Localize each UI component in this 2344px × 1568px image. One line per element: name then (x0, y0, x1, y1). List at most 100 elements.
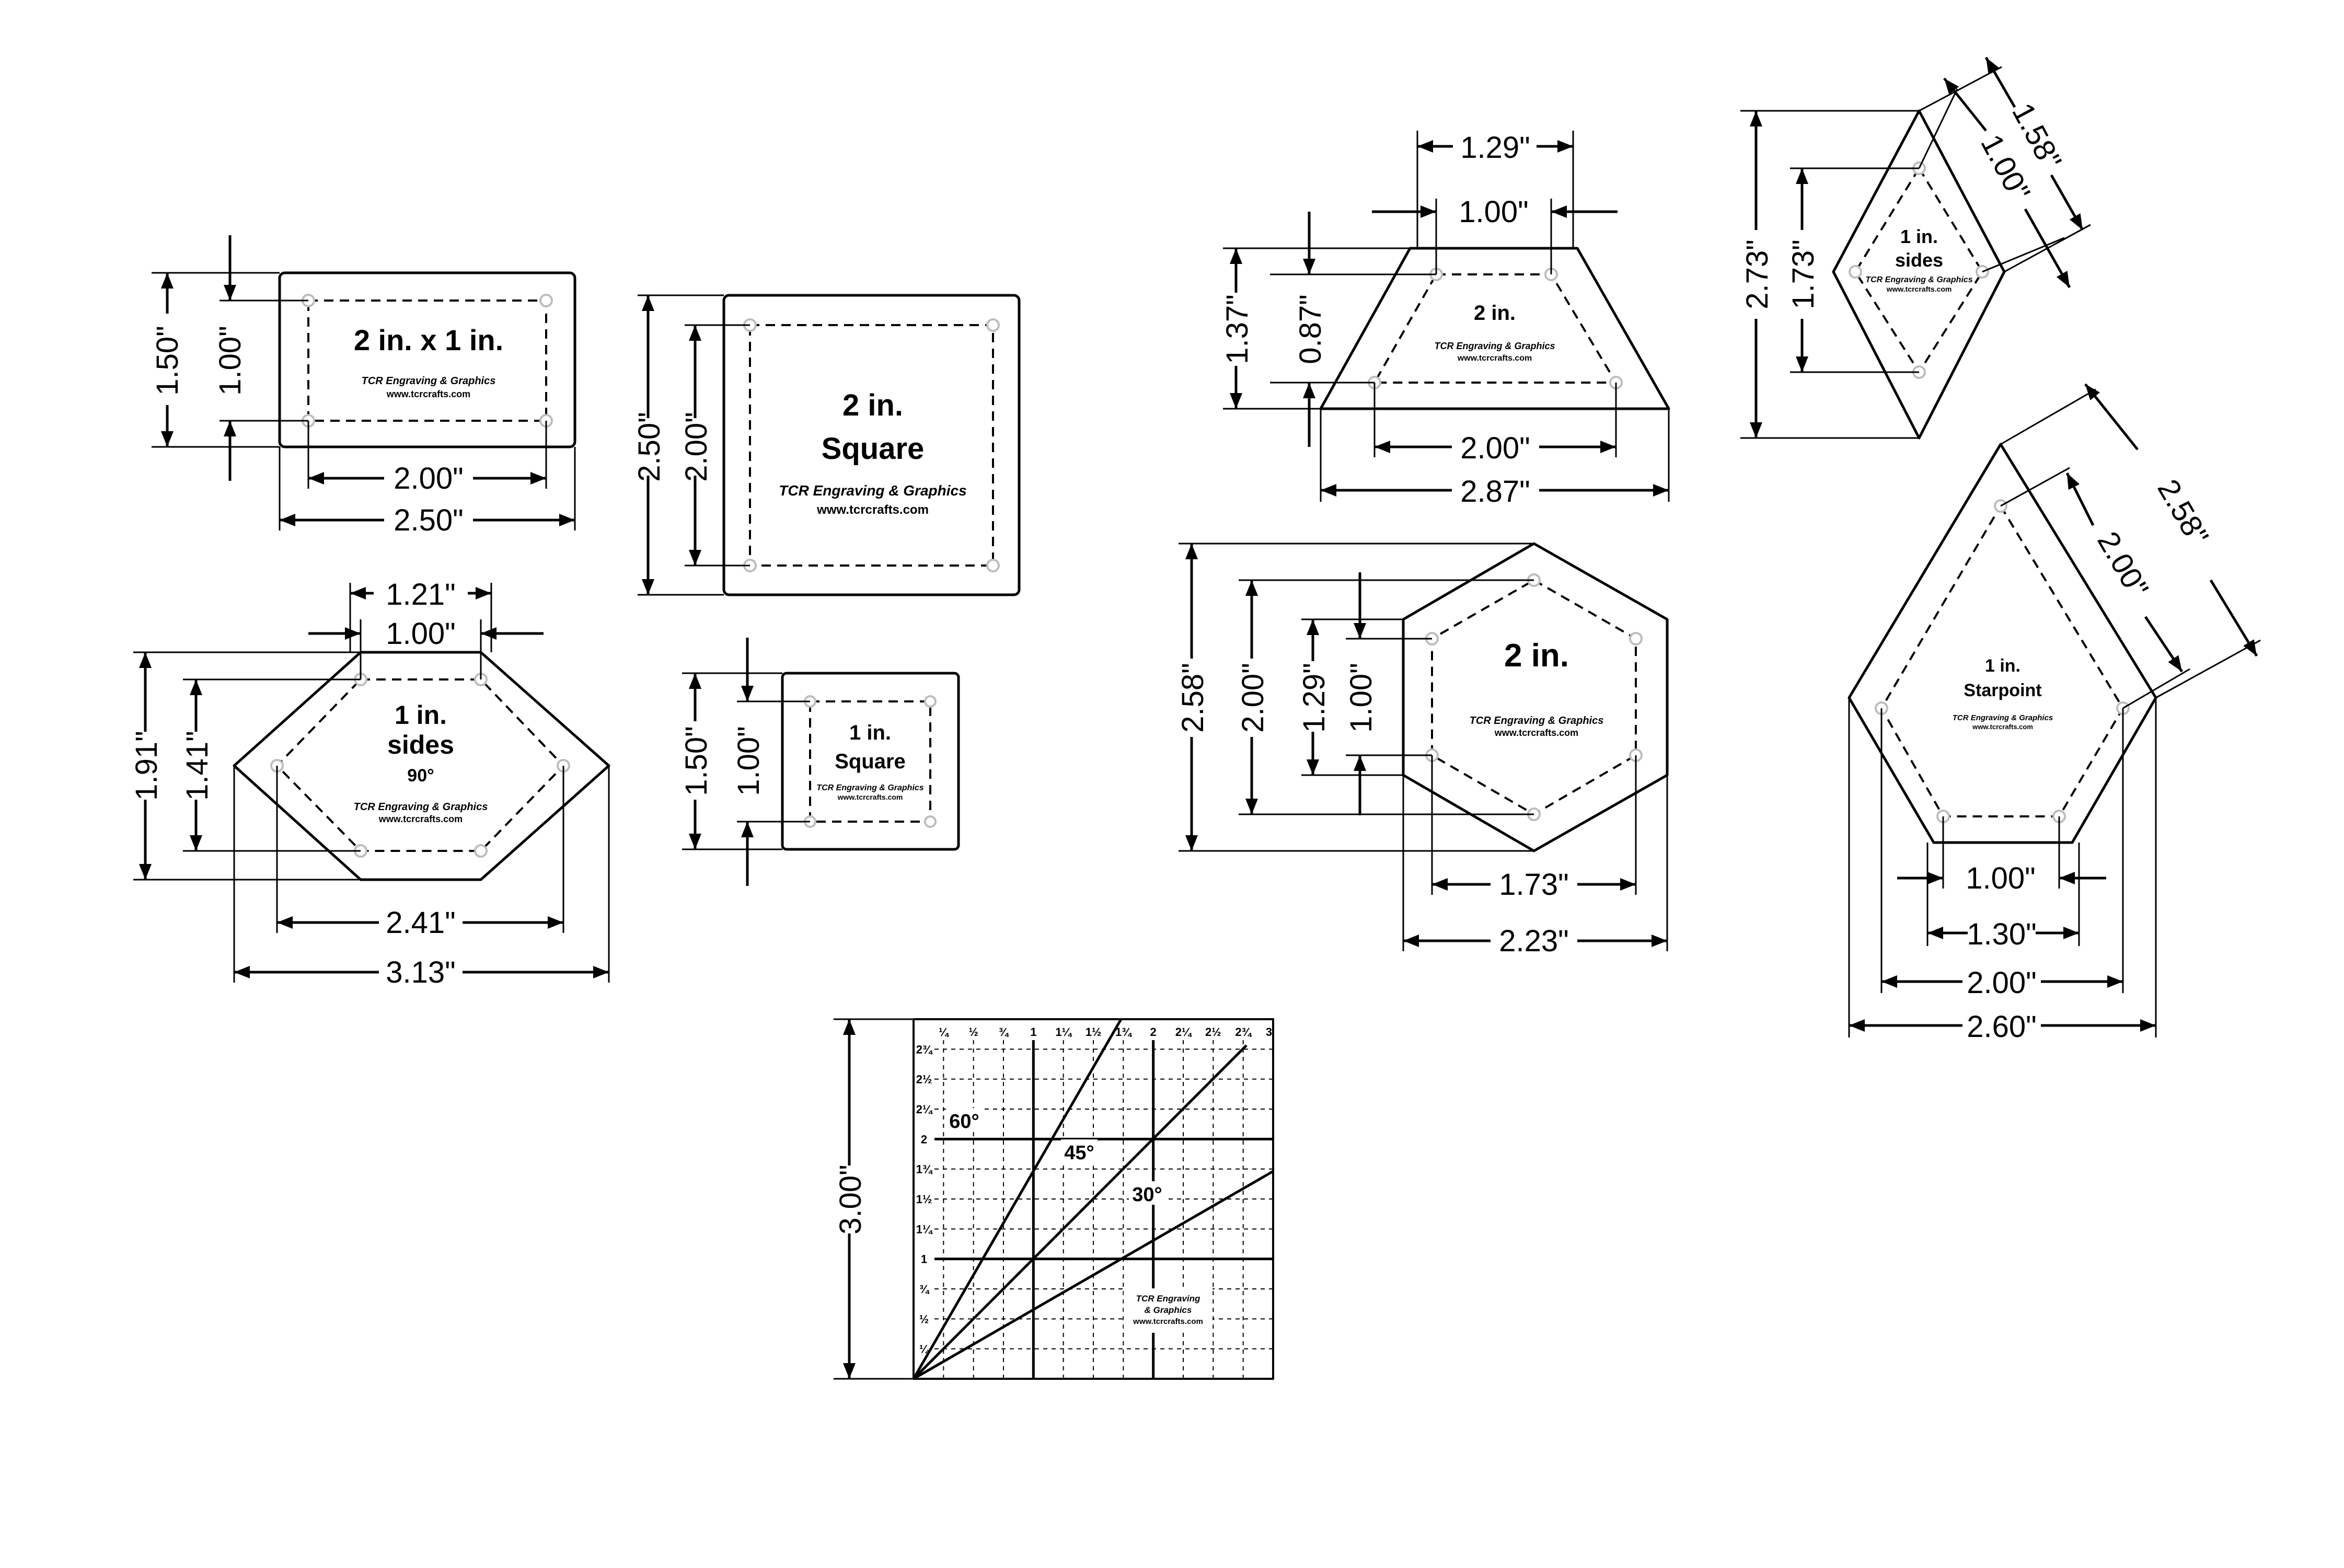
website-text: www.tcrcrafts.com (378, 814, 463, 824)
template-diamond-1in-sides: 1 in. sides TCR Engraving & Graphics www… (1740, 56, 2091, 440)
ruler-x-tick: 3 (1266, 1025, 1272, 1039)
template-hexagon-1in-sides: 1 in. sides 90° TCR Engraving & Graphics… (130, 578, 610, 989)
dim-hextall-side-inner: 1.00" (1344, 663, 1378, 732)
ruler-y-tick: 1¼ (916, 1223, 933, 1236)
ruler-brand-line1: TCR Engraving (1136, 1294, 1200, 1304)
dim-hextall-width-outer: 2.23" (1499, 924, 1568, 958)
rect-label: 2 in. x 1 in. (354, 324, 503, 356)
ruler-x-tick: 2¼ (1175, 1025, 1192, 1039)
dim-rect-width-inner: 2.00" (394, 462, 463, 495)
starpoint-label-size: 1 in. (1985, 656, 2020, 676)
dim-trapezoid-height-outer: 1.37" (1220, 294, 1254, 364)
dim-hexwide-top-outer: 1.21" (386, 578, 455, 612)
ruler-y-tick: 2 (921, 1133, 927, 1146)
dim-diamond-height-inner: 1.73" (1786, 239, 1820, 309)
dim-square1-inner: 1.00" (732, 726, 766, 795)
square1-label-size: 1 in. (849, 721, 891, 744)
ruler-angle-30: 30° (1132, 1184, 1162, 1206)
starpoint-label-name: Starpoint (1964, 681, 2041, 700)
ruler-line-30 (913, 1170, 1274, 1380)
dim-hexwide-top-inner: 1.00" (386, 617, 455, 651)
brand-text: TCR Engraving & Graphics (1470, 715, 1604, 727)
dim-hexwide-width-outer: 3.13" (386, 955, 455, 989)
dim-trapezoid-width-outer: 2.87" (1460, 475, 1530, 509)
ruler-y-tick: 1¾ (916, 1163, 933, 1176)
ruler-y-tick: 2¾ (916, 1043, 933, 1056)
ruler-x-tick: 2 (1150, 1025, 1157, 1039)
template-trapezoid-2in: 2 in. TCR Engraving & Graphics www.tcrcr… (1220, 131, 1670, 509)
ruler-x-tick: ½ (968, 1025, 978, 1039)
square2-label-size: 2 in. (842, 388, 903, 422)
dim-hextall-side-outer: 1.29" (1297, 663, 1331, 732)
dim-starpoint-side-inner: 2.00" (2091, 526, 2155, 603)
website-text: www.tcrcrafts.com (816, 503, 929, 517)
dim-starpoint-base-inner: 1.00" (1966, 861, 2035, 895)
brand-text: TCR Engraving & Graphics (1434, 341, 1555, 351)
dim-ruler-height: 3.00" (834, 1165, 868, 1234)
ruler-y-tick: 1½ (916, 1193, 932, 1206)
dim-starpoint-width-inner: 2.00" (1967, 966, 2036, 1000)
ruler-x-tick: 2¾ (1235, 1025, 1252, 1039)
dim-trapezoid-top-inner: 1.00" (1459, 195, 1528, 229)
dim-starpoint-side-outer: 2.58" (2151, 474, 2215, 551)
diamond-label-sides: sides (1895, 249, 1943, 271)
brand-text: TCR Engraving & Graphics (1865, 275, 1972, 284)
ruler-y-tick: 2¼ (916, 1103, 933, 1116)
dim-hexwide-height-outer: 1.91" (130, 731, 164, 800)
ruler-x-tick: 1½ (1086, 1025, 1102, 1039)
ruler-y-tick: ½ (919, 1312, 929, 1325)
dim-hextall-height-outer: 2.58" (1176, 663, 1210, 732)
ruler-brand-line2: & Graphics (1145, 1305, 1192, 1315)
ruler-x-tick: 1¼ (1055, 1025, 1072, 1039)
dim-rect-width-outer: 2.50" (394, 503, 463, 537)
template-starpoint-1in: 1 in. Starpoint TCR Engraving & Graphics… (1848, 383, 2261, 1044)
ruler-x-tick: 1 (1030, 1025, 1036, 1039)
dim-square1-outer: 1.50" (679, 726, 713, 795)
brand-text: TCR Engraving & Graphics (362, 375, 496, 387)
dim-hexwide-height-inner: 1.41" (180, 731, 214, 800)
ruler-line-60 (912, 1018, 1123, 1380)
ruler-x-tick: ¾ (999, 1025, 1009, 1039)
dim-trapezoid-top-outer: 1.29" (1460, 131, 1530, 165)
website-text: www.tcrcrafts.com (1133, 1317, 1203, 1326)
website-text: www.tcrcrafts.com (1886, 285, 1952, 293)
website-text: www.tcrcrafts.com (837, 793, 903, 801)
website-text: www.tcrcrafts.com (386, 389, 470, 399)
ruler-line-45 (913, 1044, 1248, 1380)
ruler-angle-60: 60° (949, 1111, 979, 1133)
brand-text: TCR Engraving & Graphics (779, 482, 966, 499)
ruler-y-tick: 1 (921, 1253, 927, 1266)
template-square-2in: 2 in. Square TCR Engraving & Graphics ww… (632, 294, 1021, 596)
ruler-angle-45: 45° (1064, 1142, 1094, 1164)
dim-starpoint-width-outer: 2.60" (1967, 1010, 2036, 1044)
ruler-x-tick: ¼ (939, 1025, 949, 1039)
square2-label-name: Square (822, 432, 925, 466)
brand-text: TCR Engraving & Graphics (1953, 713, 2053, 722)
dim-square2-outer: 2.50" (632, 412, 666, 481)
brand-text: TCR Engraving & Graphics (354, 801, 488, 813)
dim-rect-height-outer: 1.50" (151, 326, 184, 395)
hexwide-label-angle: 90° (407, 766, 434, 786)
ruler-x-tick: 1¾ (1115, 1025, 1132, 1039)
dim-trapezoid-height-inner: 0.87" (1294, 294, 1327, 364)
template-hexagon-2in: 2 in. TCR Engraving & Graphics www.tcrcr… (1176, 542, 1669, 958)
dim-diamond-height-outer: 2.73" (1740, 239, 1774, 309)
dim-hextall-width-inner: 1.73" (1499, 868, 1568, 902)
dim-hextall-height-inner: 2.00" (1236, 663, 1270, 732)
website-text: www.tcrcrafts.com (1494, 728, 1578, 738)
website-text: www.tcrcrafts.com (1972, 723, 2033, 731)
square1-label-name: Square (835, 750, 906, 773)
hexwide-label-sides: sides (387, 730, 454, 759)
template-rectangle-2x1: 2 in. x 1 in. TCR Engraving & Graphics w… (151, 235, 576, 537)
dim-rect-height-inner: 1.00" (213, 326, 247, 395)
template-square-1in: 1 in. Square TCR Engraving & Graphics ww… (679, 638, 960, 886)
dim-square2-inner: 2.00" (679, 412, 713, 481)
website-text: www.tcrcrafts.com (1457, 354, 1532, 363)
ruler-y-tick: ¾ (919, 1283, 930, 1296)
ruler-x-tick: 2½ (1205, 1025, 1221, 1039)
diamond-label-size: 1 in. (1900, 226, 1938, 247)
hexwide-label-size: 1 in. (395, 700, 447, 730)
dim-trapezoid-width-inner: 2.00" (1460, 431, 1530, 465)
